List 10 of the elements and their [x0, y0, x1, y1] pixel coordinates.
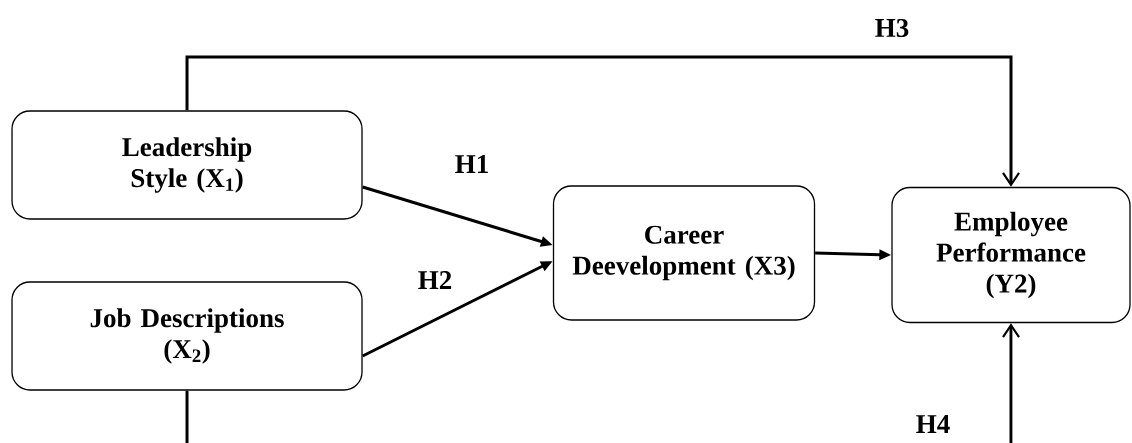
variable-box: Career Deevelopment (X3) [552, 185, 816, 321]
edge-label: H3 [873, 17, 911, 39]
edge-label: H4 [914, 414, 952, 434]
arrow [185, 323, 1020, 443]
edge-label: H2 [416, 270, 454, 290]
variable-box: Leadership Style (X$_{1}$) [11, 110, 363, 220]
edge-label: H1 [453, 154, 491, 174]
variable-box: Job Descriptions (X$_{2}$) [11, 281, 363, 391]
variable-box: Employee Performance (Y2) [891, 186, 1131, 324]
arrow [185, 55, 1020, 187]
